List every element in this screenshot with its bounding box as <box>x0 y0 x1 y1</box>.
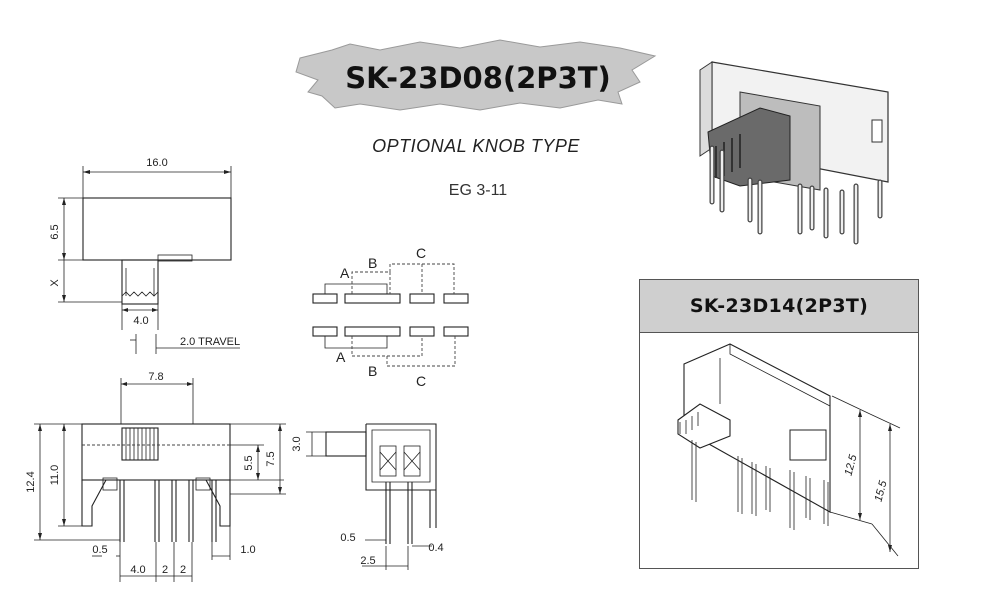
dim-x: X <box>49 279 61 287</box>
dim-12-5: 12.5 <box>843 452 860 477</box>
dim-11-0: 11.0 <box>49 465 61 486</box>
dim-width-16: 16.0 <box>146 157 167 169</box>
alt-model-panel: SK-23D14(2P3T) 12.5 15.5 <box>639 279 919 569</box>
code-label: EG 3-11 <box>449 182 508 199</box>
dim-12-4: 12.4 <box>25 471 37 492</box>
label-c-bottom: C <box>416 373 426 389</box>
label-a-bottom: A <box>336 349 346 365</box>
label-c-top: C <box>416 245 426 261</box>
label-b-top: B <box>368 255 377 271</box>
dim-height-6-5: 6.5 <box>49 224 61 239</box>
alt-model-drawing: 12.5 15.5 <box>677 343 901 557</box>
dim-0-5-front: 0.5 <box>92 544 107 556</box>
dim-2-5: 2.5 <box>360 555 375 567</box>
alt-model-title: SK-23D14(2P3T) <box>640 280 918 333</box>
switch-3d-image <box>699 61 889 245</box>
subtitle: OPTIONAL KNOB TYPE <box>372 136 580 156</box>
dim-5-5: 5.5 <box>243 455 255 470</box>
dim-2-a: 2 <box>162 564 168 576</box>
dim-0-4: 0.4 <box>428 542 443 554</box>
dim-3-0: 3.0 <box>291 436 303 451</box>
label-a-top: A <box>340 265 350 281</box>
dim-knob-4-0: 4.0 <box>133 315 148 327</box>
main-title: SK-23D08(2P3T) <box>345 61 611 95</box>
dim-0-5-side: 0.5 <box>340 532 355 544</box>
side-view-drawing <box>306 423 437 570</box>
dim-1-0: 1.0 <box>240 544 255 556</box>
dim-travel: 2.0 TRAVEL <box>180 336 240 348</box>
dim-15-5: 15.5 <box>873 478 890 503</box>
dim-2-b: 2 <box>180 564 186 576</box>
dim-7-8: 7.8 <box>148 371 163 383</box>
top-view-drawing <box>58 166 240 354</box>
title-banner <box>295 39 657 111</box>
switch-position-diagram <box>312 263 469 367</box>
dim-7-5: 7.5 <box>265 451 277 466</box>
label-b-bottom: B <box>368 363 377 379</box>
dim-4-0-front: 4.0 <box>130 564 145 576</box>
front-view-drawing <box>34 378 286 582</box>
